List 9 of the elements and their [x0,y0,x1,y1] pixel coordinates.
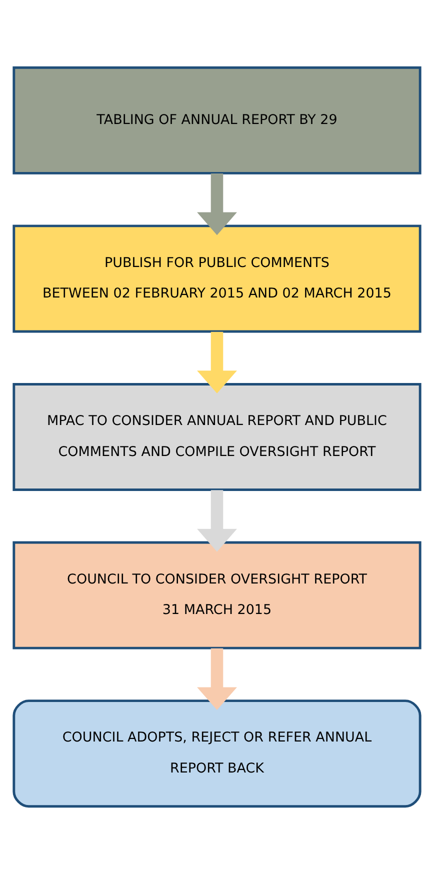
arrow [196,174,236,236]
node-box: COUNCIL ADOPTS, REJECT OR REFER ANNUAL REPORT BACK [12,700,421,808]
node-box: COUNCIL TO CONSIDER OVERSIGHT REPORT 31 MARCH 2015 [12,541,421,650]
node-box: TABLING OF ANNUAL REPORT BY 29 [12,66,421,174]
arrow [196,648,236,710]
arrow [196,332,236,394]
node-box: MPAC TO CONSIDER ANNUAL REPORT AND PUBLIC COMMENTS AND COMPILE OVERSIGHT REPORT [12,383,421,491]
arrow [196,490,236,552]
node-box: PUBLISH FOR PUBLIC COMMENTS BETWEEN 02 FEBRUARY 2015 AND 02 MARCH 2015 [12,224,421,333]
